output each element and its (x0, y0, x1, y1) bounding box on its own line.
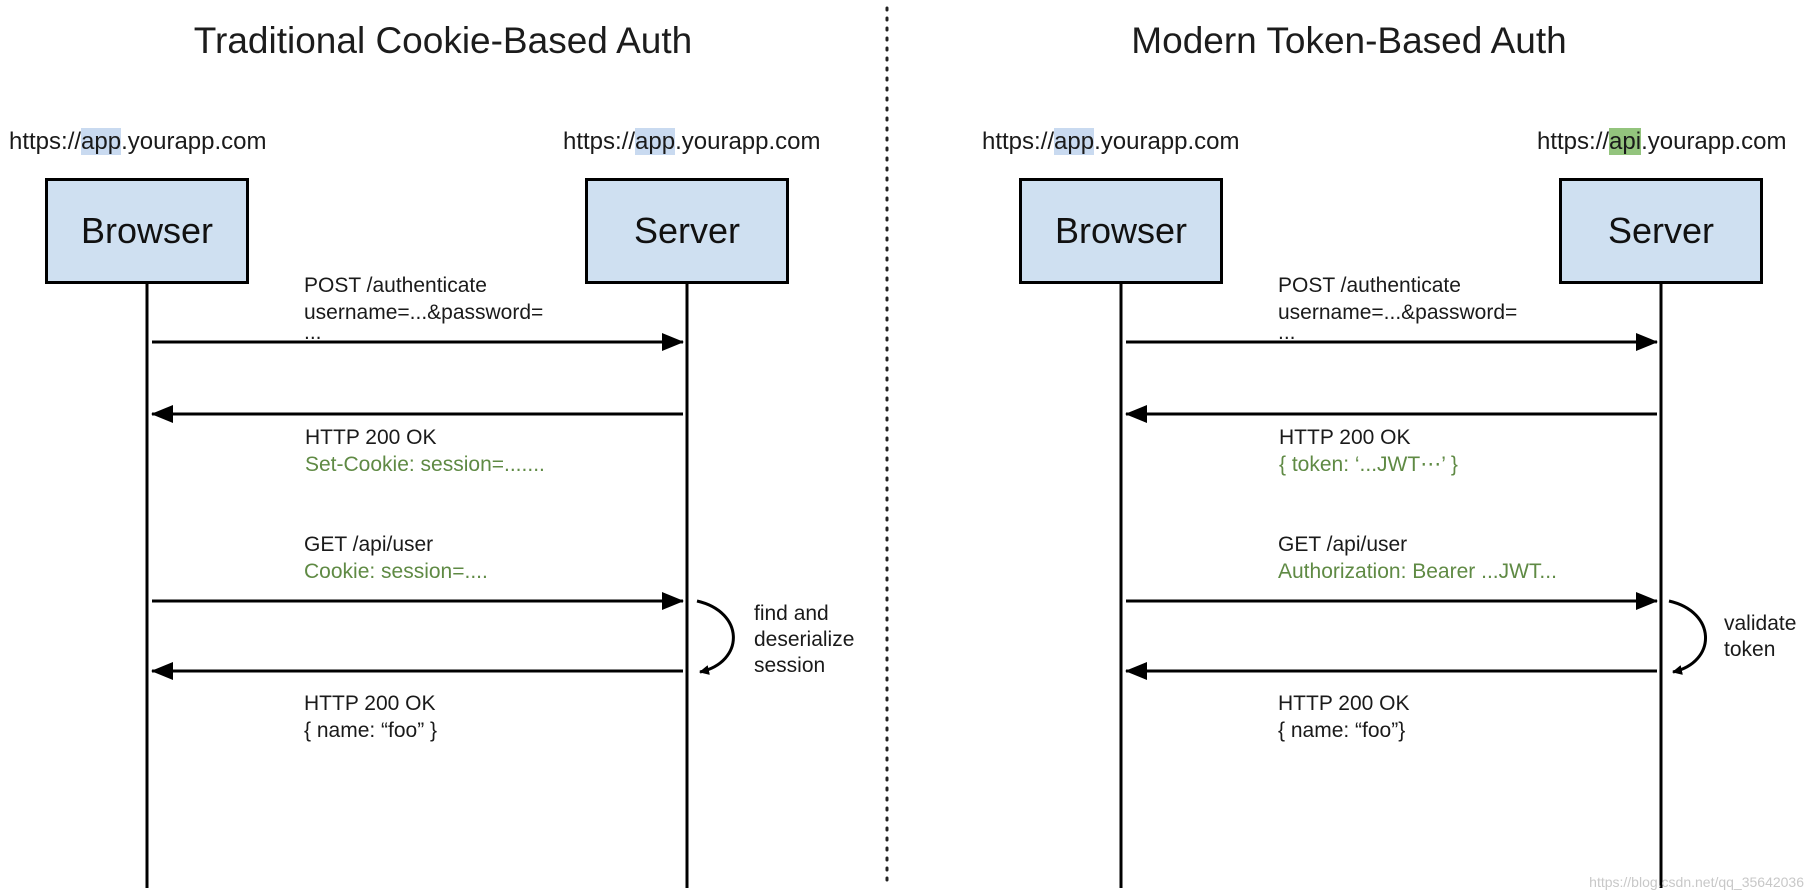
url-prefix: https:// (1537, 128, 1610, 155)
url-subdomain-highlight: app (1054, 128, 1095, 155)
message-line: GET /api/user (304, 533, 434, 556)
message-user-response: HTTP 200 OK { name: “foo”} (1278, 690, 1410, 744)
note-line: validate (1724, 612, 1797, 635)
note-line: session (754, 654, 826, 677)
message-line-highlight: Cookie: session=.... (304, 560, 488, 583)
message-token-response: HTTP 200 OK { token: ‘...JWT⋯’ } (1279, 424, 1458, 478)
browser-url: https://app.yourapp.com (9, 128, 267, 156)
message-line: HTTP 200 OK (1278, 692, 1410, 715)
browser-label: Browser (1054, 210, 1188, 251)
process-note: validate token (1724, 611, 1796, 663)
url-suffix: .yourapp.com (121, 128, 267, 155)
browser-label: Browser (80, 210, 214, 251)
left-process-loop-arrow (696, 599, 735, 675)
message-post-authenticate: POST /authenticate username=...&password… (1278, 272, 1518, 344)
browser-url: https://app.yourapp.com (982, 128, 1240, 156)
message-line-highlight: Set-Cookie: session=....... (305, 453, 545, 476)
note-line: token (1724, 638, 1776, 661)
message-line: POST /authenticate (304, 274, 487, 297)
message-line: username=...&password= (304, 301, 544, 324)
note-line: deserialize (754, 628, 855, 651)
message-line: ... (304, 321, 322, 344)
server-label: Server (633, 210, 741, 251)
message-line-highlight: Authorization: Bearer ...JWT... (1278, 560, 1557, 583)
watermark: https://blog.csdn.net/qq_35642036 (1589, 874, 1804, 890)
message-line: { name: “foo”} (1278, 719, 1406, 742)
message-post-authenticate: POST /authenticate username=...&password… (304, 272, 544, 344)
panel-title: Traditional Cookie-Based Auth (193, 20, 693, 61)
message-set-cookie-response: HTTP 200 OK Set-Cookie: session=....... (305, 424, 545, 478)
panel-title: Modern Token-Based Auth (1131, 20, 1567, 61)
url-prefix: https:// (982, 128, 1055, 155)
url-subdomain-highlight: app (81, 128, 122, 155)
message-line: ... (1278, 321, 1296, 344)
server-label: Server (1607, 210, 1715, 251)
url-suffix: .yourapp.com (1094, 128, 1240, 155)
browser-box: Browser (45, 178, 249, 284)
token-auth-panel: Modern Token-Based Auth https://app.your… (886, 0, 1812, 896)
message-line: HTTP 200 OK (304, 692, 436, 715)
server-box: Server (1559, 178, 1763, 284)
url-suffix: .yourapp.com (1641, 128, 1787, 155)
url-subdomain-highlight: api (1609, 128, 1642, 155)
server-url: https://api.yourapp.com (1537, 128, 1786, 156)
url-prefix: https:// (9, 128, 82, 155)
url-prefix: https:// (563, 128, 636, 155)
message-line: GET /api/user (1278, 533, 1408, 556)
message-user-response: HTTP 200 OK { name: “foo” } (304, 690, 437, 744)
message-line: HTTP 200 OK (305, 426, 437, 449)
url-suffix: .yourapp.com (675, 128, 821, 155)
url-subdomain-highlight: app (635, 128, 676, 155)
message-line: { name: “foo” } (304, 719, 438, 742)
server-url: https://app.yourapp.com (563, 128, 821, 156)
message-line: POST /authenticate (1278, 274, 1461, 297)
note-line: find and (754, 602, 829, 625)
browser-box: Browser (1019, 178, 1223, 284)
message-get-api-user: GET /api/user Authorization: Bearer ...J… (1278, 531, 1557, 585)
message-get-api-user: GET /api/user Cookie: session=.... (304, 531, 488, 585)
message-line: username=...&password= (1278, 301, 1518, 324)
message-line: HTTP 200 OK (1279, 426, 1411, 449)
cookie-auth-panel: Traditional Cookie-Based Auth https://ap… (0, 0, 886, 896)
server-box: Server (585, 178, 789, 284)
process-note: find and deserialize session (754, 601, 854, 679)
right-process-loop-arrow (1668, 599, 1707, 675)
message-line-highlight: { token: ‘...JWT⋯’ } (1279, 453, 1458, 476)
